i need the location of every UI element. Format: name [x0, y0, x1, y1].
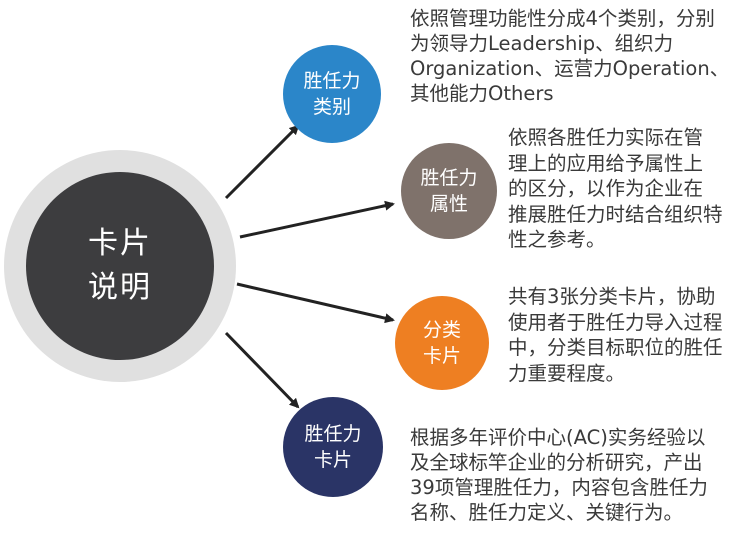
desc-line: 根据多年评价中心(AC)实务经验以 — [410, 426, 706, 449]
node-label-line1: 胜任力 — [303, 70, 361, 92]
arrow-to-competency-card — [224, 331, 300, 409]
desc-line: 其他能力Others — [410, 82, 554, 105]
competency-card-node: 胜任力 卡片 — [283, 397, 383, 497]
hub-circle: 卡片 说明 — [26, 172, 214, 360]
desc-line: 依照管理功能性分成4个类别，分别 — [410, 7, 715, 30]
desc-line: 的区分，以作为企业在 — [508, 177, 704, 200]
hub-title-line2: 说明 — [88, 270, 152, 305]
desc-line: 力重要程度。 — [508, 361, 626, 385]
node-label-line2: 卡片 — [313, 449, 352, 471]
desc-line: 性之参考。 — [508, 228, 606, 251]
desc-line: 及全球标竿企业的分析研究，产出 — [410, 451, 703, 474]
classification-card-description: 共有3张分类卡片，协助 使用者于胜任力导入过程 中，分类目标职位的胜任 力重要程… — [508, 284, 723, 386]
competency-card-description: 根据多年评价中心(AC)实务经验以 及全球标竿企业的分析研究，产出 39项管理胜… — [410, 425, 708, 525]
desc-line: 为领导力Leadership、组织力 — [410, 32, 674, 55]
desc-line: 名称、胜任力定义、关键行为。 — [410, 501, 684, 524]
node-label-line1: 分类 — [422, 319, 461, 341]
arrow-to-category — [224, 124, 300, 200]
node-label-line2: 属性 — [429, 193, 468, 215]
classification-card-node: 分类 卡片 — [395, 296, 489, 390]
desc-line: 39项管理胜任力，内容包含胜任力 — [410, 476, 708, 499]
desc-line: Organization、运营力Operation、 — [410, 57, 730, 80]
node-label-line2: 卡片 — [422, 345, 461, 367]
competency-attribute-node: 胜任力 属性 — [401, 143, 497, 239]
desc-line: 理上的应用给予属性上 — [508, 151, 704, 175]
node-label-line2: 类别 — [312, 96, 351, 118]
arrow-to-attribute — [239, 200, 395, 239]
desc-line: 依照各胜任力实际在管 — [508, 126, 704, 149]
desc-line: 推展胜任力时结合组织特 — [508, 202, 723, 226]
node-label-line1: 胜任力 — [304, 423, 362, 445]
desc-line: 使用者于胜任力导入过程 — [508, 310, 723, 334]
arrow-to-classification-card — [236, 282, 395, 324]
competency-attribute-description: 依照各胜任力实际在管 理上的应用给予属性上 的区分，以作为企业在 推展胜任力时结… — [508, 125, 723, 253]
hub-title-line1: 卡片 — [88, 226, 152, 261]
node-label-line1: 胜任力 — [420, 167, 478, 189]
hub-outer-ring: 卡片 说明 — [4, 150, 236, 382]
competency-category-node: 胜任力 类别 — [283, 45, 381, 143]
desc-line: 中，分类目标职位的胜任 — [508, 336, 723, 359]
competency-category-description: 依照管理功能性分成4个类别，分别 为领导力Leadership、组织力 Orga… — [410, 6, 729, 106]
desc-line: 共有3张分类卡片，协助 — [508, 285, 716, 308]
